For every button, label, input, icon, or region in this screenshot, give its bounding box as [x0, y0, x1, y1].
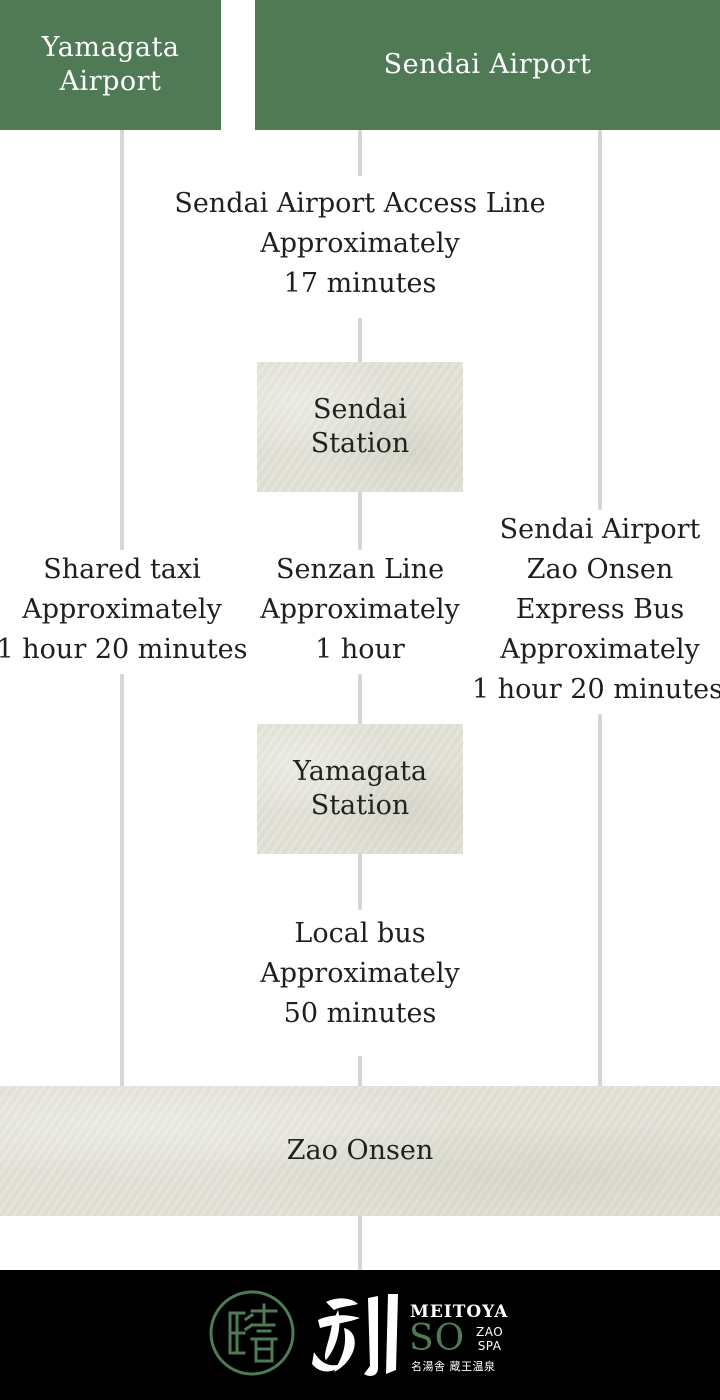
route-shared-taxi-name: Shared taxi	[43, 554, 201, 585]
route-express-bus: Sendai Airport Zao Onsen Express Bus App…	[468, 510, 720, 714]
route-access-line-name: Sendai Airport Access Line	[174, 188, 546, 219]
route-shared-taxi: Shared taxi Approximately 1 hour 20 minu…	[0, 550, 256, 674]
sendai-station-box: Sendai Station	[257, 362, 463, 492]
route-senzan-line: Senzan Line Approximately 1 hour	[250, 550, 470, 674]
connector-line-bottom	[358, 1216, 362, 1270]
route-senzan-line-time: 1 hour	[315, 634, 405, 665]
route-express-bus-approx: Approximately	[500, 634, 700, 665]
route-access-line-time: 17 minutes	[283, 268, 437, 299]
route-senzan-line-approx: Approximately	[260, 594, 460, 625]
route-express-bus-time: 1 hour 20 minutes	[472, 674, 720, 705]
brand-zao: ZAO	[476, 1325, 504, 1339]
sendai-airport-box: Sendai Airport	[255, 0, 720, 130]
sendai-station-label: Sendai Station	[310, 394, 410, 459]
route-express-bus-line2: Zao Onsen	[526, 554, 674, 585]
brand-spa: SPA	[477, 1339, 502, 1353]
zao-onsen-label: Zao Onsen	[286, 1135, 434, 1166]
footer: MEITOYA SO ZAO SPA 名湯舎 蔵王温泉	[0, 1270, 720, 1400]
route-local-bus-time: 50 minutes	[283, 998, 437, 1029]
brand-so: SO	[409, 1318, 466, 1359]
brand-zao-spa: ZAO SPA	[476, 1325, 503, 1353]
meitoya-emblem-icon	[209, 1290, 295, 1376]
brand-name: MEITOYA	[410, 1302, 509, 1322]
route-senzan-line-name: Senzan Line	[275, 554, 445, 585]
route-express-bus-line1: Sendai Airport	[499, 514, 701, 545]
yamagata-station-label: Yamagata Station	[293, 756, 427, 821]
calligraphy-so-icon	[312, 1294, 398, 1376]
route-access-line-approx: Approximately	[260, 228, 460, 259]
route-local-bus-approx: Approximately	[260, 958, 460, 989]
zao-onsen-box: Zao Onsen	[0, 1086, 720, 1216]
route-express-bus-line3: Express Bus	[515, 594, 685, 625]
route-access-line: Sendai Airport Access Line Approximately…	[160, 176, 560, 318]
route-local-bus: Local bus Approximately 50 minutes	[250, 910, 470, 1056]
route-local-bus-name: Local bus	[294, 918, 426, 949]
brand-japanese: 名湯舎 蔵王温泉	[411, 1360, 496, 1373]
route-shared-taxi-time: 1 hour 20 minutes	[0, 634, 248, 665]
yamagata-station-box: Yamagata Station	[257, 724, 463, 854]
yamagata-airport-box: Yamagata Airport	[0, 0, 221, 130]
yamagata-airport-label: Yamagata Airport	[41, 32, 180, 97]
route-shared-taxi-approx: Approximately	[22, 594, 222, 625]
sendai-airport-label: Sendai Airport	[383, 49, 592, 80]
